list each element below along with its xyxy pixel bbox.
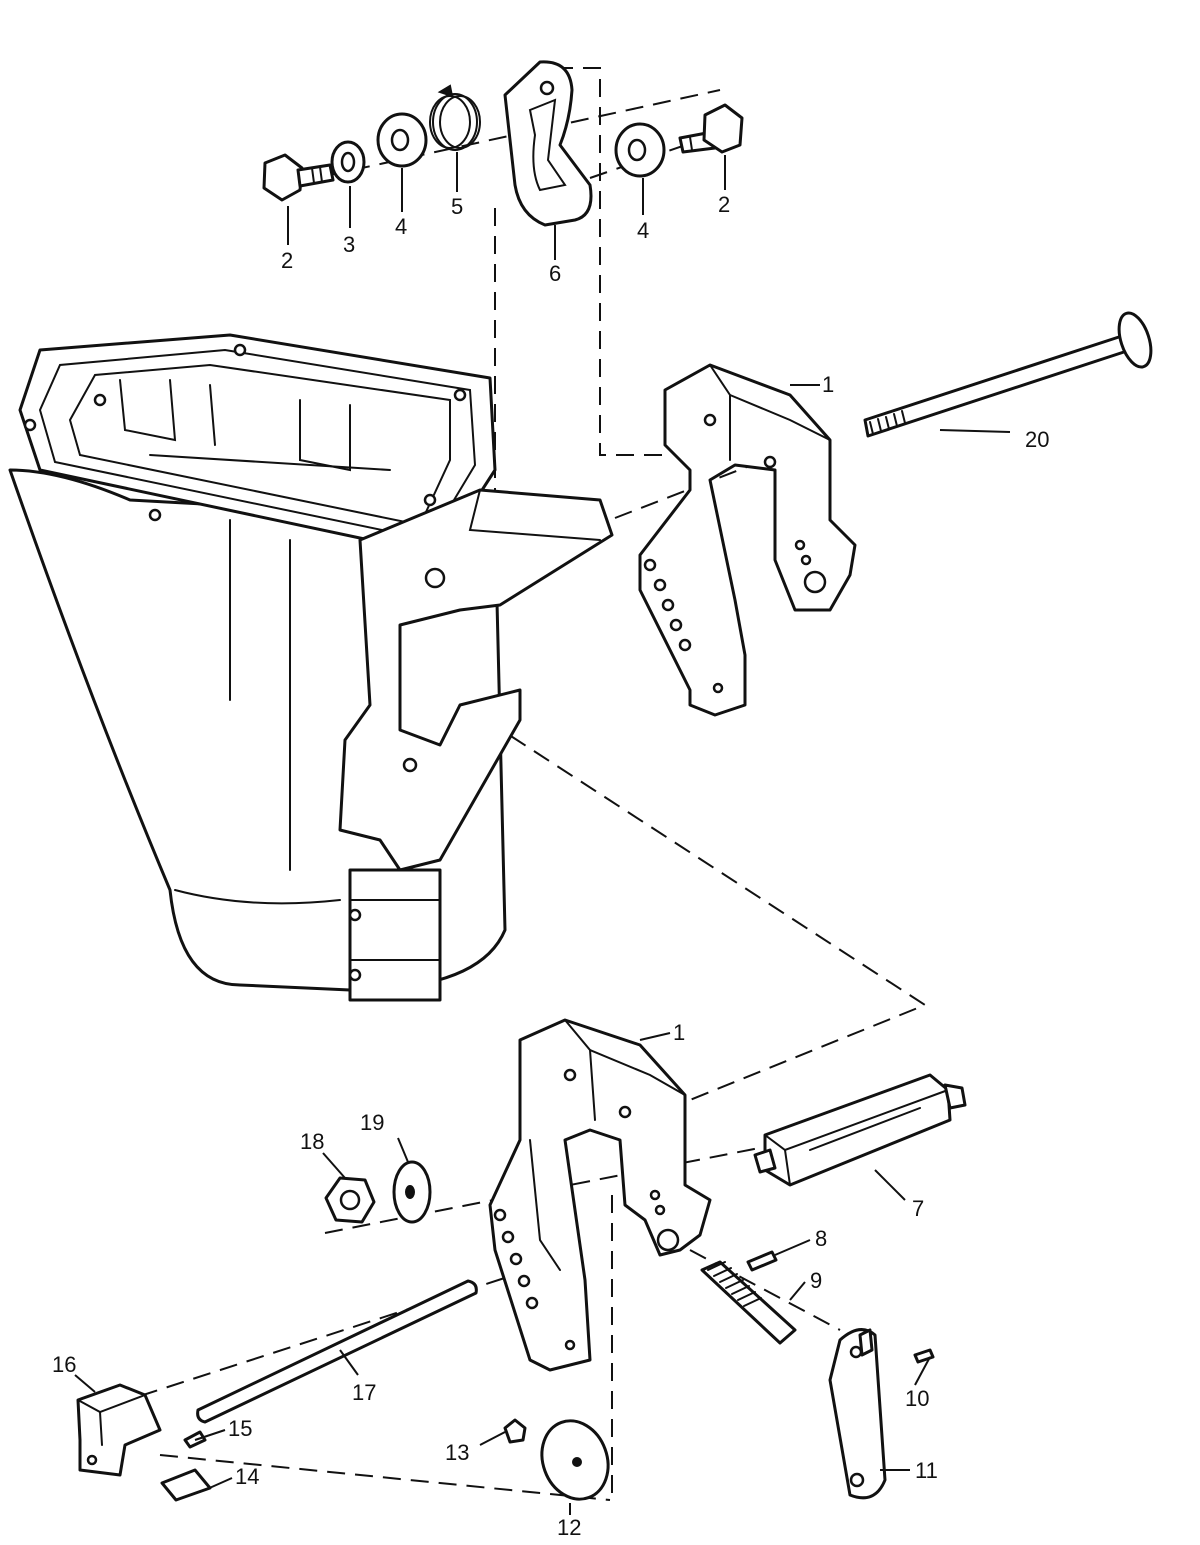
part-2-screw-right xyxy=(678,103,744,154)
callout-2-right: 2 xyxy=(718,192,730,217)
part-17-rod xyxy=(196,1279,478,1424)
part-8-pin xyxy=(746,1250,778,1272)
part-20-through-bolt xyxy=(863,311,1153,438)
part-14-clip xyxy=(160,1468,212,1502)
callout-2-left: 2 xyxy=(281,248,293,273)
callout-15: 15 xyxy=(228,1416,252,1441)
callout-9: 9 xyxy=(810,1268,822,1293)
callout-16: 16 xyxy=(52,1352,76,1377)
part-16-bracket xyxy=(76,1383,162,1477)
leader-lines xyxy=(74,152,1011,1515)
callout-5: 5 xyxy=(451,194,463,219)
part-11-lever xyxy=(828,1328,887,1500)
part-7-actuator xyxy=(753,1073,967,1187)
callout-10: 10 xyxy=(905,1386,929,1411)
callout-19: 19 xyxy=(360,1110,384,1135)
part-18-nut xyxy=(324,1176,376,1224)
part-10-pin xyxy=(913,1348,935,1364)
callout-4-right: 4 xyxy=(637,218,649,243)
swivel-bracket xyxy=(338,488,614,1002)
part-4-washer-left xyxy=(376,112,428,168)
callout-18: 18 xyxy=(300,1129,324,1154)
callout-3: 3 xyxy=(343,232,355,257)
callout-12: 12 xyxy=(557,1515,581,1540)
part-13-screw xyxy=(503,1418,527,1444)
callout-14: 14 xyxy=(235,1464,259,1489)
callout-4-left: 4 xyxy=(395,214,407,239)
part-12-cap xyxy=(540,1419,610,1501)
callout-20: 20 xyxy=(1025,427,1049,452)
callout-11: 11 xyxy=(915,1458,938,1483)
callout-17: 17 xyxy=(352,1380,376,1405)
part-1-clamp-bracket-upper xyxy=(638,363,857,717)
callout-6: 6 xyxy=(549,261,561,286)
callout-1-lower: 1 xyxy=(673,1020,685,1045)
part-5-spring xyxy=(429,84,481,151)
part-19-washer xyxy=(392,1160,432,1224)
callout-numbers: 2 3 4 5 6 4 2 1 20 1 19 18 7 8 9 10 11 1… xyxy=(52,192,1049,1540)
part-1-clamp-bracket-lower xyxy=(488,1018,712,1372)
part-3-washer xyxy=(330,140,366,184)
part-6-tilt-lever xyxy=(503,60,593,227)
callout-1-upper: 1 xyxy=(822,372,834,397)
part-2-screw-left xyxy=(262,153,335,202)
part-9-plunger xyxy=(700,1260,797,1345)
callout-13: 13 xyxy=(445,1440,469,1465)
callout-8: 8 xyxy=(815,1226,827,1251)
callout-7: 7 xyxy=(912,1196,924,1221)
part-4-washer-right xyxy=(614,122,666,178)
